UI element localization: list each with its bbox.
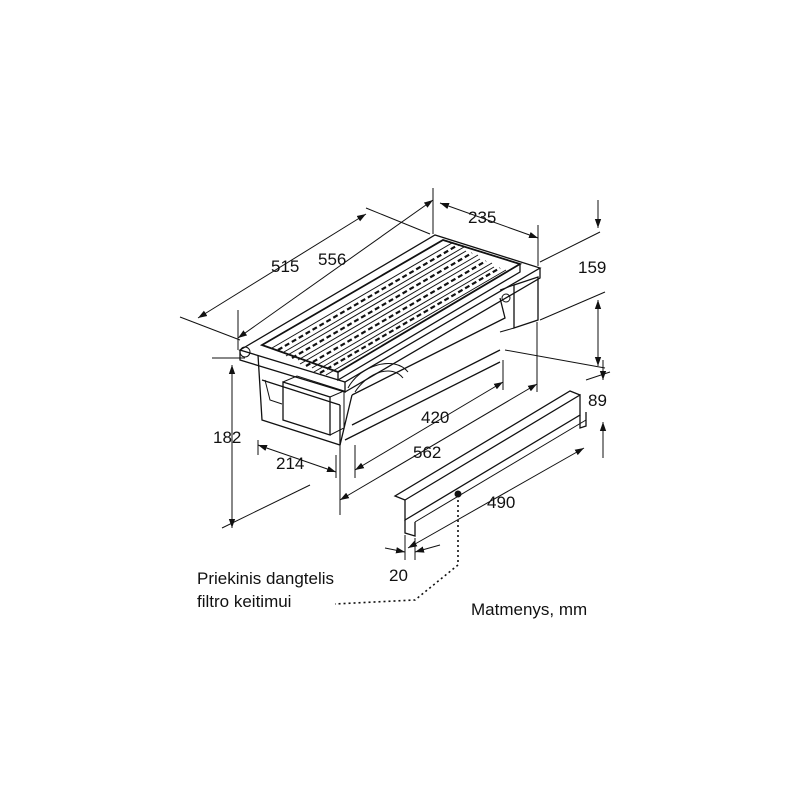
dim-420: 420 — [421, 408, 449, 427]
text-labels: Priekinis dangtelis filtro keitimui Matm… — [197, 569, 587, 619]
dimension-lines — [179, 188, 611, 605]
dim-490: 490 — [487, 493, 515, 512]
units-label: Matmenys, mm — [471, 600, 587, 619]
dim-159: 159 — [578, 258, 606, 277]
front-cover-label-line1: Priekinis dangtelis — [197, 569, 334, 588]
dimension-labels: 515 556 235 159 182 214 420 562 89 490 2… — [213, 208, 607, 585]
cover-leader-line — [334, 500, 459, 605]
dim-235: 235 — [468, 208, 496, 227]
front-cover-label-line2: filtro keitimui — [197, 592, 291, 611]
dim-556: 556 — [318, 250, 346, 269]
dim-182: 182 — [213, 428, 241, 447]
dim-89: 89 — [588, 391, 607, 410]
cover-marker-dot — [454, 490, 462, 498]
dim-562: 562 — [413, 443, 441, 462]
dim-214: 214 — [276, 454, 304, 473]
dim-515: 515 — [271, 257, 299, 276]
dim-20: 20 — [389, 566, 408, 585]
